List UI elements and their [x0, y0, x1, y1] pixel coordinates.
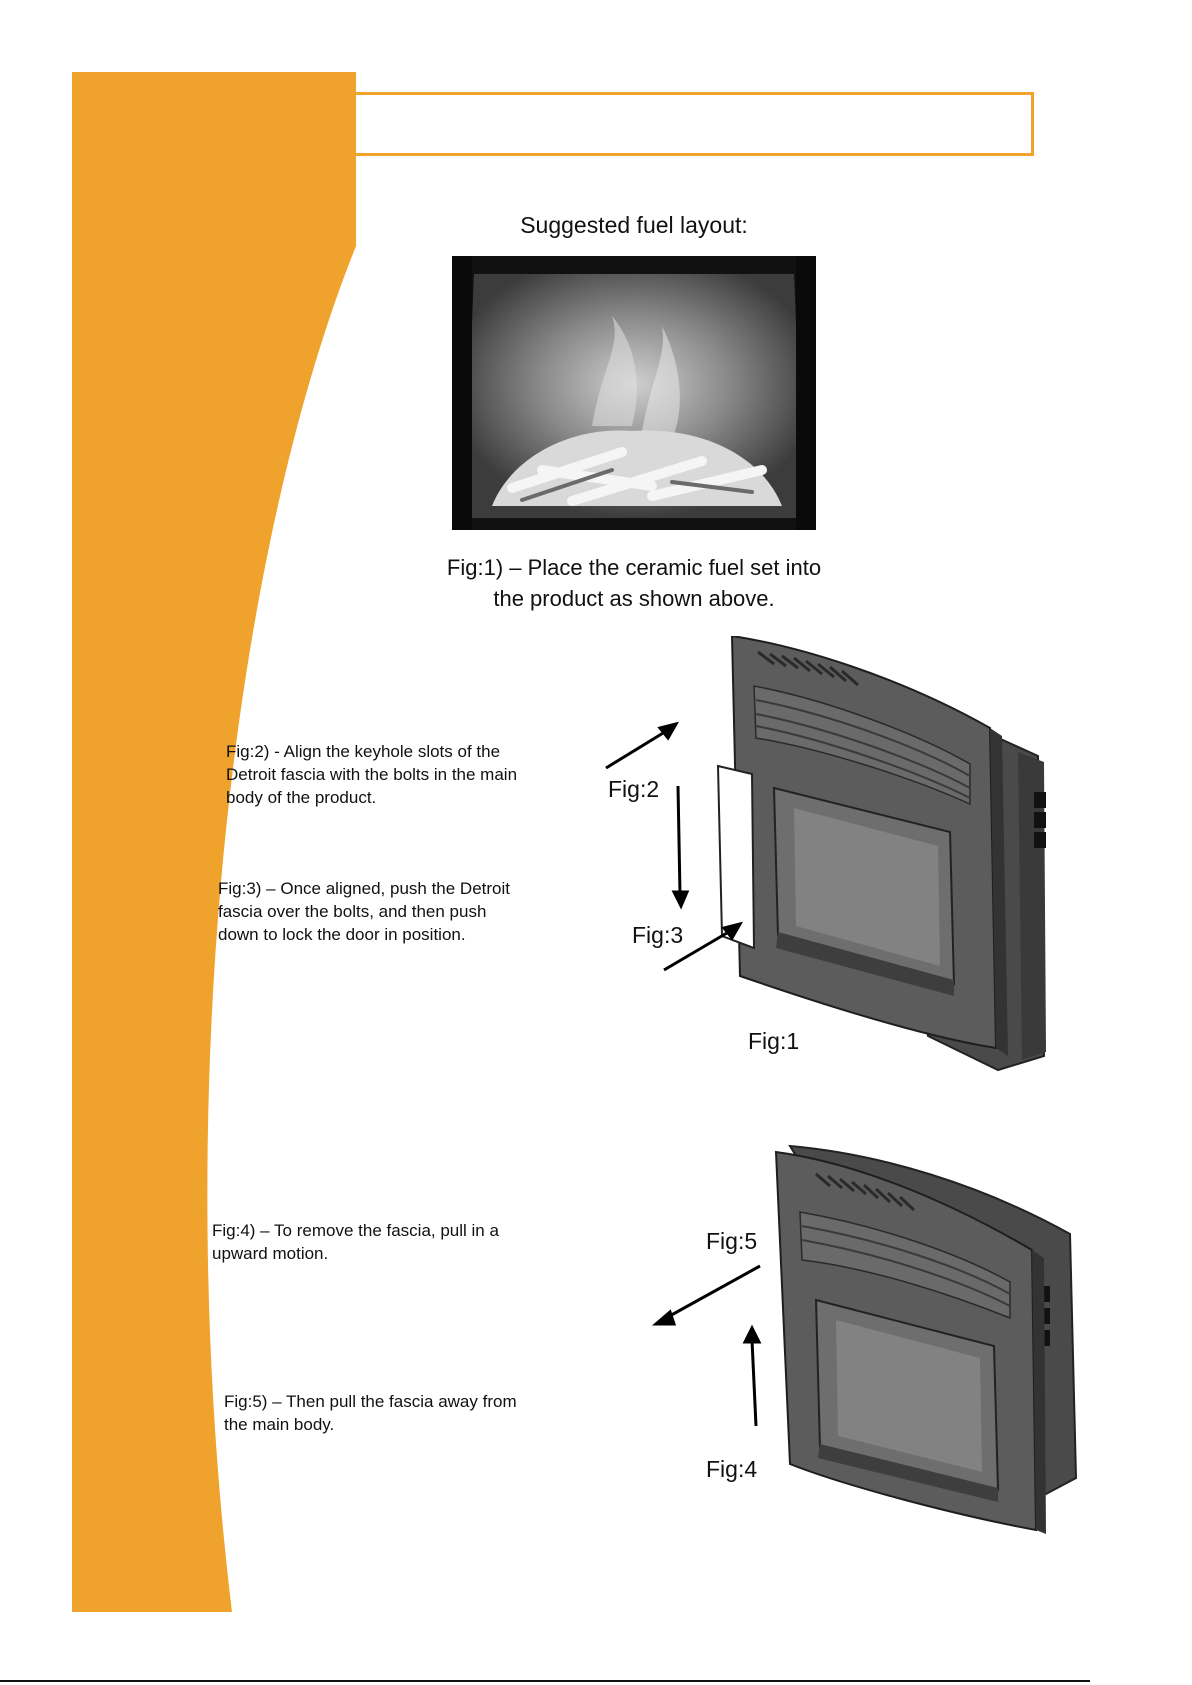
fascia-removal-diagram — [774, 1144, 1078, 1534]
fig5-step-line2: the main body. — [224, 1415, 335, 1434]
fig2-label: Fig:2 — [608, 776, 660, 802]
fig1-caption-line1: Fig:1) – Place the ceramic fuel set into — [446, 555, 822, 580]
fig4-label: Fig:4 — [706, 1456, 758, 1482]
fig1-caption-line2: the product as shown above. — [493, 586, 775, 611]
fuel-layout-heading: Suggested fuel layout: — [520, 212, 748, 238]
removal-arrows — [651, 1264, 762, 1427]
fig5-step-line1: Fig:5) – Then pull the fascia away from — [224, 1392, 517, 1411]
section-title-box — [352, 92, 1034, 156]
page-bottom-rule — [0, 1680, 1090, 1682]
fig3-label: Fig:3 — [632, 922, 684, 948]
fig3-step-line3: down to lock the door in position. — [218, 925, 466, 944]
fig2-step-line3: body of the product. — [226, 788, 377, 807]
fig5-label: Fig:5 — [706, 1228, 758, 1254]
fuel-layout-photo — [452, 256, 816, 530]
fig2-step-line2: Detroit fascia with the bolts in the mai… — [226, 765, 518, 784]
fascia-fitting-diagram — [605, 636, 1046, 1072]
fig2-step-line1: Fig:2) - Align the keyhole slots of the — [226, 742, 501, 761]
fig4-step-line1: Fig:4) – To remove the fascia, pull in a — [212, 1221, 499, 1240]
fig3-step-line2: fascia over the bolts, and then push — [218, 902, 487, 921]
fig4-step-line2: upward motion. — [212, 1244, 329, 1263]
fig3-step-line1: Fig:3) – Once aligned, push the Detroit — [218, 879, 510, 898]
fig1-label: Fig:1 — [748, 1028, 800, 1054]
